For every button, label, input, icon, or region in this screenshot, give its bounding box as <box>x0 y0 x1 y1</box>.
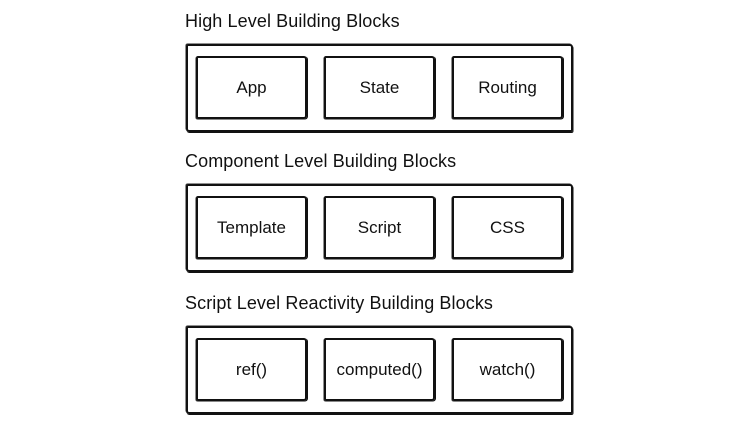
group-box-high-level: App State Routing <box>186 44 573 132</box>
group-box-component-level: Template Script CSS <box>186 184 573 272</box>
block-routing: Routing <box>452 56 563 119</box>
block-ref: ref() <box>196 338 307 401</box>
block-state: State <box>324 56 435 119</box>
group-box-script-level: ref() computed() watch() <box>186 326 573 414</box>
block-watch: watch() <box>452 338 563 401</box>
block-computed: computed() <box>324 338 435 401</box>
group-title-component-level: Component Level Building Blocks <box>185 151 457 171</box>
block-script: Script <box>324 196 435 259</box>
block-css: CSS <box>452 196 563 259</box>
block-app: App <box>196 56 307 119</box>
group-title-high-level: High Level Building Blocks <box>185 11 400 31</box>
group-title-script-level: Script Level Reactivity Building Blocks <box>185 293 494 313</box>
block-template: Template <box>196 196 307 259</box>
